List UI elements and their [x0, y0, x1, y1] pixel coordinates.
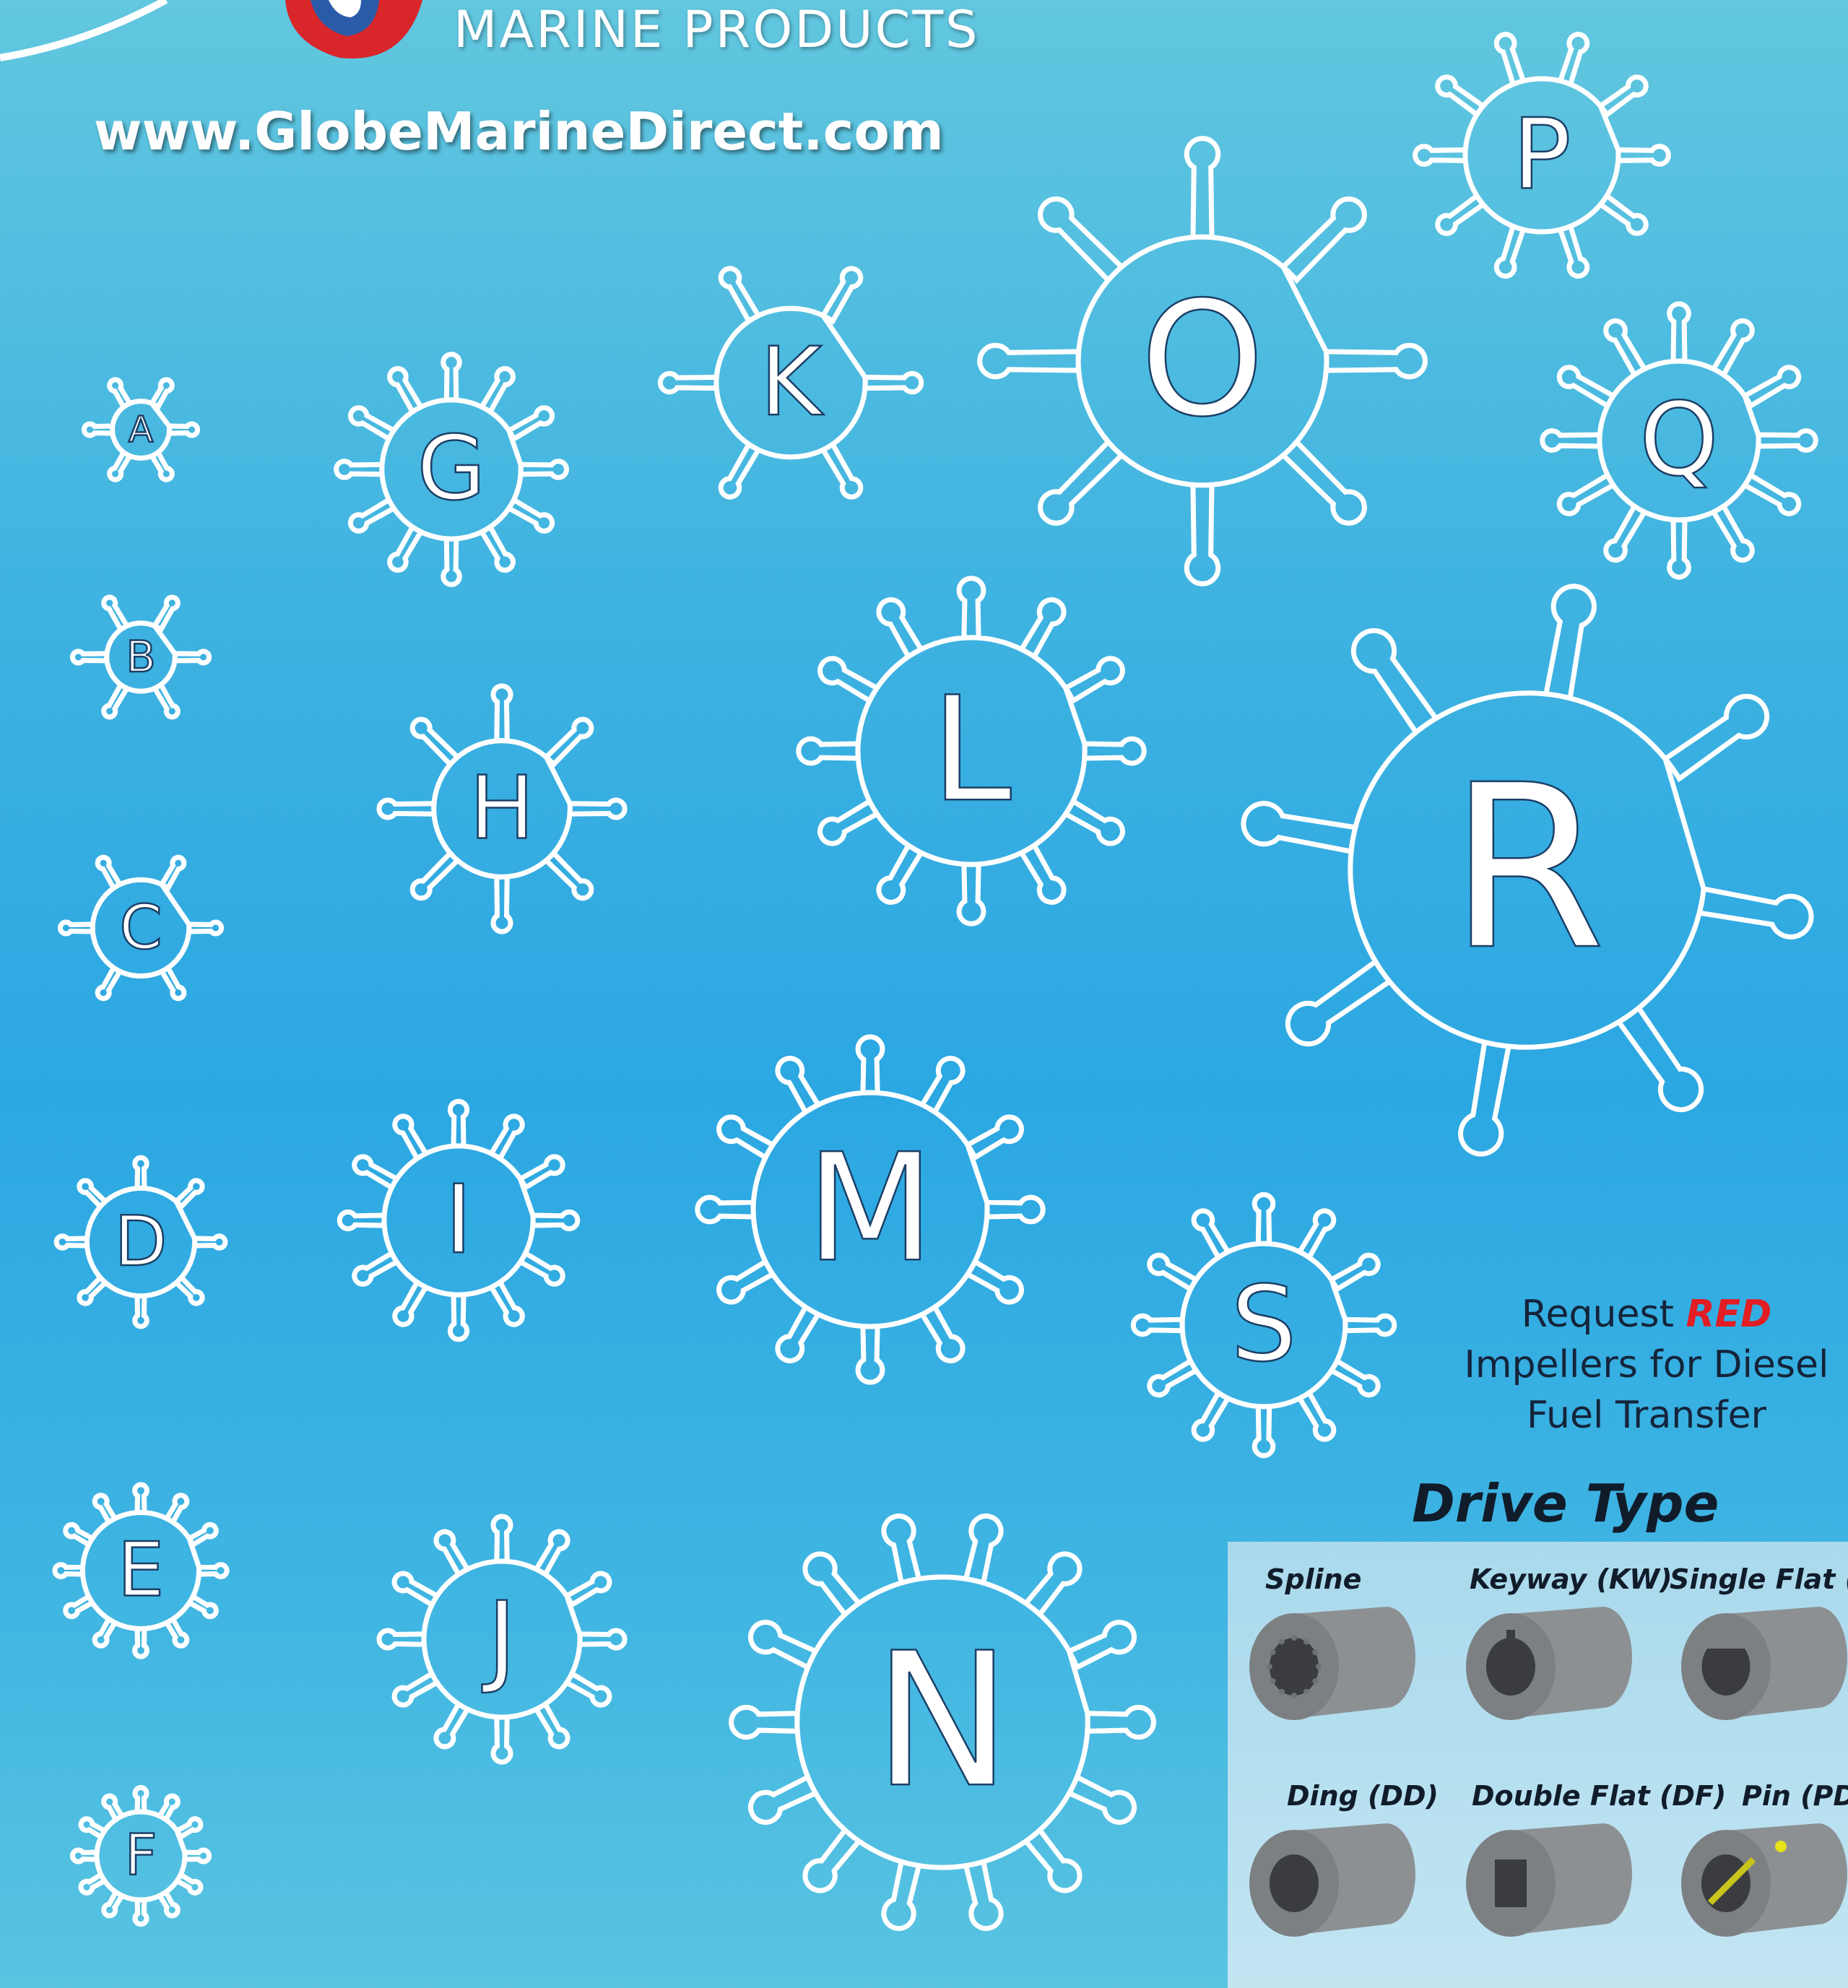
impeller-letter: O	[1140, 268, 1264, 452]
drive-pin-icon	[1681, 1823, 1847, 1937]
drive-type-label-single-flat: Single Flat (SF)	[1670, 1563, 1848, 1595]
red-impeller-notice: Request RED Impellers for Diesel Fuel Tr…	[1433, 1289, 1848, 1441]
impeller-a: A	[81, 377, 201, 482]
impeller-outline	[1130, 1192, 1397, 1459]
impeller-letter: H	[469, 758, 534, 859]
impeller-outline	[57, 854, 225, 1002]
globe-logo-icon	[0, 0, 422, 61]
drive-type-label-ding: Ding (DD)	[1287, 1780, 1439, 1812]
impeller-outline	[337, 1098, 581, 1342]
impeller-n: N	[729, 1514, 1156, 1931]
impeller-letter: K	[760, 326, 824, 437]
website-link[interactable]: www.GlobeMarineDirect.com	[94, 101, 944, 162]
impeller-b: B	[69, 594, 212, 720]
notice-line-2: Impellers for Diesel	[1464, 1343, 1829, 1386]
impeller-letter: S	[1231, 1263, 1296, 1384]
notice-red-highlight: RED	[1686, 1293, 1772, 1336]
impeller-e: E	[52, 1482, 230, 1659]
impeller-letter: C	[119, 893, 162, 964]
drive-single-flat-icon	[1681, 1607, 1847, 1720]
drive-ding-icon	[1249, 1823, 1415, 1937]
impeller-k: K	[657, 266, 924, 500]
impeller-p: P	[1413, 32, 1671, 279]
drive-type-panel: Spline Keyway (KW)Single Flat (SF) Ding (D…	[1228, 1542, 1848, 1988]
drive-type-label-double-flat: Double Flat (DF)	[1472, 1780, 1727, 1812]
impeller-letter: G	[417, 417, 485, 521]
impeller-outline	[657, 266, 924, 500]
impeller-letter: D	[114, 1202, 167, 1282]
impeller-o: O	[977, 136, 1428, 586]
impeller-q: Q	[1540, 301, 1818, 580]
impeller-outline	[695, 1034, 1046, 1385]
impeller-c: C	[57, 854, 225, 1002]
impeller-layer: A B C D E F G H I J K L M N O P Q R S	[52, 32, 1818, 1931]
impeller-j: J	[376, 1514, 628, 1765]
impeller-outline	[1241, 583, 1814, 1157]
impeller-r: R	[1241, 583, 1814, 1157]
notice-prefix: Request	[1521, 1293, 1686, 1336]
impeller-outline	[376, 683, 628, 934]
brand-tagline: MARINE PRODUCTS	[454, 0, 980, 59]
impeller-f: F	[69, 1784, 212, 1927]
impeller-letter: P	[1512, 97, 1571, 211]
impeller-h: H	[376, 683, 628, 934]
impeller-outline	[796, 576, 1147, 926]
impeller-outline	[81, 377, 201, 482]
drive-type-label-pin: Pin (PD)	[1742, 1780, 1848, 1812]
impeller-letter: I	[445, 1164, 473, 1275]
impeller-outline	[334, 352, 569, 587]
drive-double-flat-icon	[1466, 1823, 1632, 1937]
impeller-letter: Q	[1639, 381, 1719, 499]
impeller-letter: N	[873, 1613, 1012, 1828]
impeller-outline	[69, 1784, 212, 1927]
impeller-outline	[729, 1514, 1156, 1931]
impeller-letter: R	[1449, 736, 1605, 999]
impeller-letter: B	[126, 632, 155, 682]
impeller-letter: F	[125, 1823, 157, 1888]
impeller-i: I	[337, 1098, 581, 1342]
impeller-g: G	[334, 352, 569, 587]
impeller-letter: J	[482, 1580, 517, 1696]
drive-type-label-spline: Spline	[1265, 1563, 1362, 1595]
impeller-d: D	[53, 1155, 228, 1329]
impeller-outline	[376, 1514, 628, 1765]
impeller-outline	[69, 594, 212, 720]
drive-spline-icon	[1249, 1607, 1415, 1720]
impeller-letter: M	[806, 1121, 934, 1295]
drive-keyway-icon	[1466, 1607, 1632, 1720]
impeller-outline	[1413, 32, 1671, 279]
impeller-l: L	[796, 576, 1147, 926]
impeller-m: M	[695, 1034, 1046, 1385]
impeller-letter: E	[117, 1527, 164, 1613]
impeller-outline	[53, 1155, 228, 1329]
impeller-outline	[977, 136, 1428, 586]
impeller-s: S	[1130, 1192, 1397, 1459]
notice-line-3: Fuel Transfer	[1526, 1394, 1767, 1437]
impeller-outline	[1540, 301, 1818, 580]
drive-type-label-keyway: Keyway (KW)	[1470, 1563, 1673, 1595]
drive-type-title: Drive Type	[1412, 1473, 1719, 1534]
impeller-letter: A	[129, 409, 153, 451]
impeller-letter: L	[931, 666, 1011, 834]
impeller-outline	[52, 1482, 230, 1659]
